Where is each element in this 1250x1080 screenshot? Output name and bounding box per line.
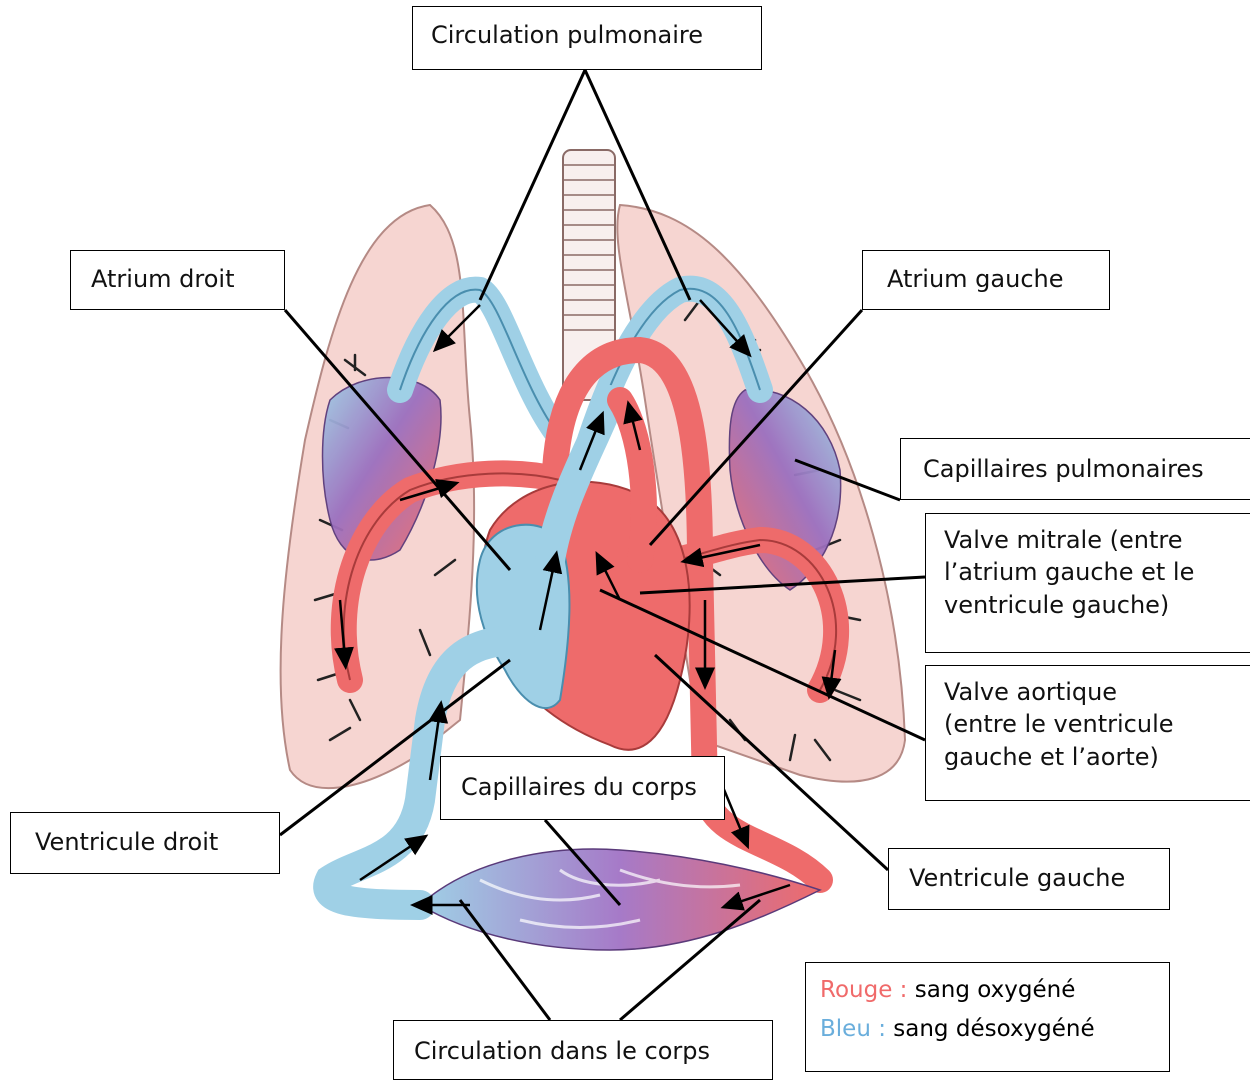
label-text: Circulation dans le corps [414,1035,752,1067]
label-text: Valve mitrale (entre [944,524,1241,556]
label-ventricule-droit: Ventricule droit [10,812,280,874]
label-text: Atrium droit [91,263,264,295]
label-capillaires-pulmonaires: Capillaires pulmonaires [900,438,1250,500]
label-text: gauche et l’aorte) [944,741,1241,773]
label-text: Ventricule droit [35,826,255,858]
legend-red-row: Rouge : sang oxygéné [820,971,1155,1010]
label-atrium-droit: Atrium droit [70,250,285,310]
label-text: (entre le ventricule [944,708,1241,740]
legend-blue-key: Bleu : [820,1016,886,1042]
label-text: Circulation pulmonaire [431,19,743,51]
label-atrium-gauche: Atrium gauche [862,250,1110,310]
label-capillaires-corps: Capillaires du corps [440,756,725,820]
label-text: l’atrium gauche et le [944,556,1241,588]
label-text: Ventricule gauche [909,862,1149,894]
label-circulation-corps: Circulation dans le corps [393,1020,773,1080]
label-ventricule-gauche: Ventricule gauche [888,848,1170,910]
legend-red-text: sang oxygéné [915,977,1076,1003]
label-valve-mitrale: Valve mitrale (entre l’atrium gauche et … [925,513,1250,653]
body-capillaries [420,849,820,950]
legend-red-key: Rouge : [820,977,907,1003]
label-circulation-pulmonaire: Circulation pulmonaire [412,6,762,70]
label-text: Atrium gauche [887,263,1085,295]
legend-blue-text: sang désoxygéné [893,1016,1094,1042]
legend: Rouge : sang oxygéné Bleu : sang désoxyg… [805,962,1170,1072]
label-text: Capillaires du corps [461,771,704,803]
label-text: ventricule gauche) [944,589,1241,621]
label-valve-aortique: Valve aortique (entre le ventricule gauc… [925,665,1250,801]
legend-blue-row: Bleu : sang désoxygéné [820,1010,1155,1049]
label-text: Capillaires pulmonaires [923,453,1237,485]
label-text: Valve aortique [944,676,1241,708]
